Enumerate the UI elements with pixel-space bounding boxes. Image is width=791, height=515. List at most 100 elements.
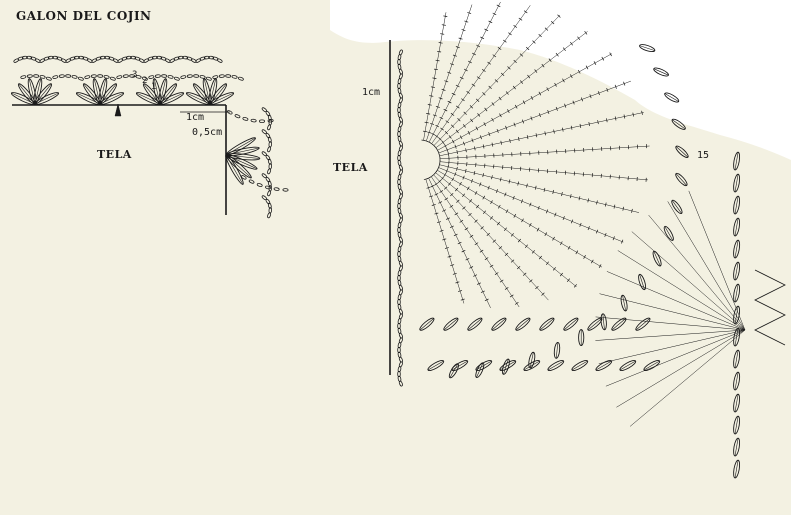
row-number-1: 1 — [151, 82, 157, 92]
stitch-stem — [209, 92, 234, 105]
stitch-stem — [664, 93, 679, 102]
stitch-stem — [539, 318, 554, 331]
left-edging-top — [10, 55, 244, 117]
chain-stitch — [103, 75, 110, 79]
chain-stitch — [46, 76, 52, 81]
stitch-stem — [34, 92, 59, 105]
chain-stitch — [26, 74, 33, 78]
chain-stitch — [273, 187, 280, 191]
stitch-column — [435, 31, 588, 148]
cluster-petal — [528, 351, 536, 369]
stitch-stem — [639, 45, 655, 51]
stitch-stem — [734, 438, 739, 457]
stitch-column — [430, 176, 520, 308]
chain-stitch — [58, 74, 65, 78]
chain-stitch — [212, 56, 219, 61]
chain-stitch — [241, 175, 247, 180]
stitch-stem — [587, 318, 602, 331]
chain-stitch — [195, 58, 201, 63]
chain-stitch — [186, 56, 193, 61]
chain-stitch — [250, 118, 257, 123]
chain-stitch — [397, 178, 401, 185]
chain-stitch — [104, 55, 111, 60]
stitch-column — [428, 177, 491, 309]
chain-stitch — [199, 56, 206, 61]
stitch-column — [423, 12, 447, 141]
stitch-stem — [734, 262, 739, 281]
stitch-stem — [635, 318, 650, 331]
stitch-column — [428, 1, 501, 143]
chain-stitch — [134, 56, 141, 61]
chain-stitch — [267, 124, 272, 131]
zigzag-edge — [754, 269, 786, 346]
chain-stitch — [267, 114, 272, 121]
chain-stitch — [203, 55, 210, 60]
right-second-fan — [595, 151, 786, 479]
measure-right-1cm: 1cm — [362, 87, 381, 98]
stitch-stem — [563, 318, 578, 331]
chain-stitch — [26, 55, 33, 60]
row-number-3: 3 — [132, 70, 138, 80]
chain-stitch — [78, 76, 84, 81]
chain-stitch — [398, 380, 403, 387]
chain-stitch — [99, 55, 106, 60]
stitch-column — [606, 271, 746, 331]
stitch-column — [433, 14, 561, 146]
chain-stitch — [21, 55, 28, 60]
measure-left-1cm: 1cm — [186, 112, 205, 123]
stitch-column — [438, 80, 631, 154]
stitch-stem — [734, 328, 739, 347]
chain-stitch — [186, 74, 193, 78]
chain-stitch — [199, 75, 206, 79]
stitch-column — [433, 174, 549, 301]
chain-stitch — [69, 56, 76, 61]
chain-stitch — [217, 58, 223, 63]
stitch-column — [667, 201, 746, 331]
stitch-stem — [225, 154, 244, 185]
stitch-column — [439, 145, 650, 160]
stitch-stem — [734, 306, 739, 325]
stitch-column — [617, 250, 746, 331]
chain-stitch — [267, 168, 272, 175]
chain-stitch — [225, 74, 232, 78]
chain-stitch — [397, 130, 401, 137]
stitch-column — [595, 316, 746, 331]
stitch-column — [437, 53, 612, 151]
stitch-stem — [643, 360, 660, 371]
stitch-column — [425, 179, 465, 304]
stitch-stem — [734, 394, 739, 413]
stitch-column — [629, 329, 746, 427]
left-fabric-edge — [12, 104, 230, 215]
chain-stitch — [116, 75, 123, 79]
chain-stitch — [65, 74, 72, 78]
chain-stitch — [265, 132, 271, 139]
chain-stitch — [397, 202, 401, 209]
chain-stitch — [90, 74, 97, 78]
chain-stitch — [267, 180, 272, 187]
stitch-stem — [491, 318, 506, 331]
chain-stitch — [117, 58, 123, 63]
chain-stitch — [84, 75, 91, 79]
chain-stitch — [267, 212, 272, 219]
stitch-column — [688, 190, 746, 331]
chain-stitch — [265, 154, 271, 161]
stitch-stem — [523, 360, 540, 371]
chain-stitch — [161, 74, 168, 78]
stitch-stem — [475, 360, 492, 371]
chain-stitch — [121, 56, 128, 61]
chain-stitch — [265, 198, 271, 205]
chain-stitch — [173, 56, 180, 61]
chain-stitch — [242, 117, 249, 121]
measure-left-05cm: 0,5cm — [192, 127, 223, 138]
right-fan-pattern — [397, 1, 689, 387]
chain-stitch — [177, 55, 184, 60]
stitch-column — [438, 167, 624, 243]
chain-stitch — [78, 55, 85, 60]
stitch-column — [437, 169, 603, 268]
stitch-stem — [159, 92, 184, 105]
stitch-stem — [515, 318, 530, 331]
stitch-column — [631, 231, 746, 331]
chain-stitch — [267, 146, 272, 153]
